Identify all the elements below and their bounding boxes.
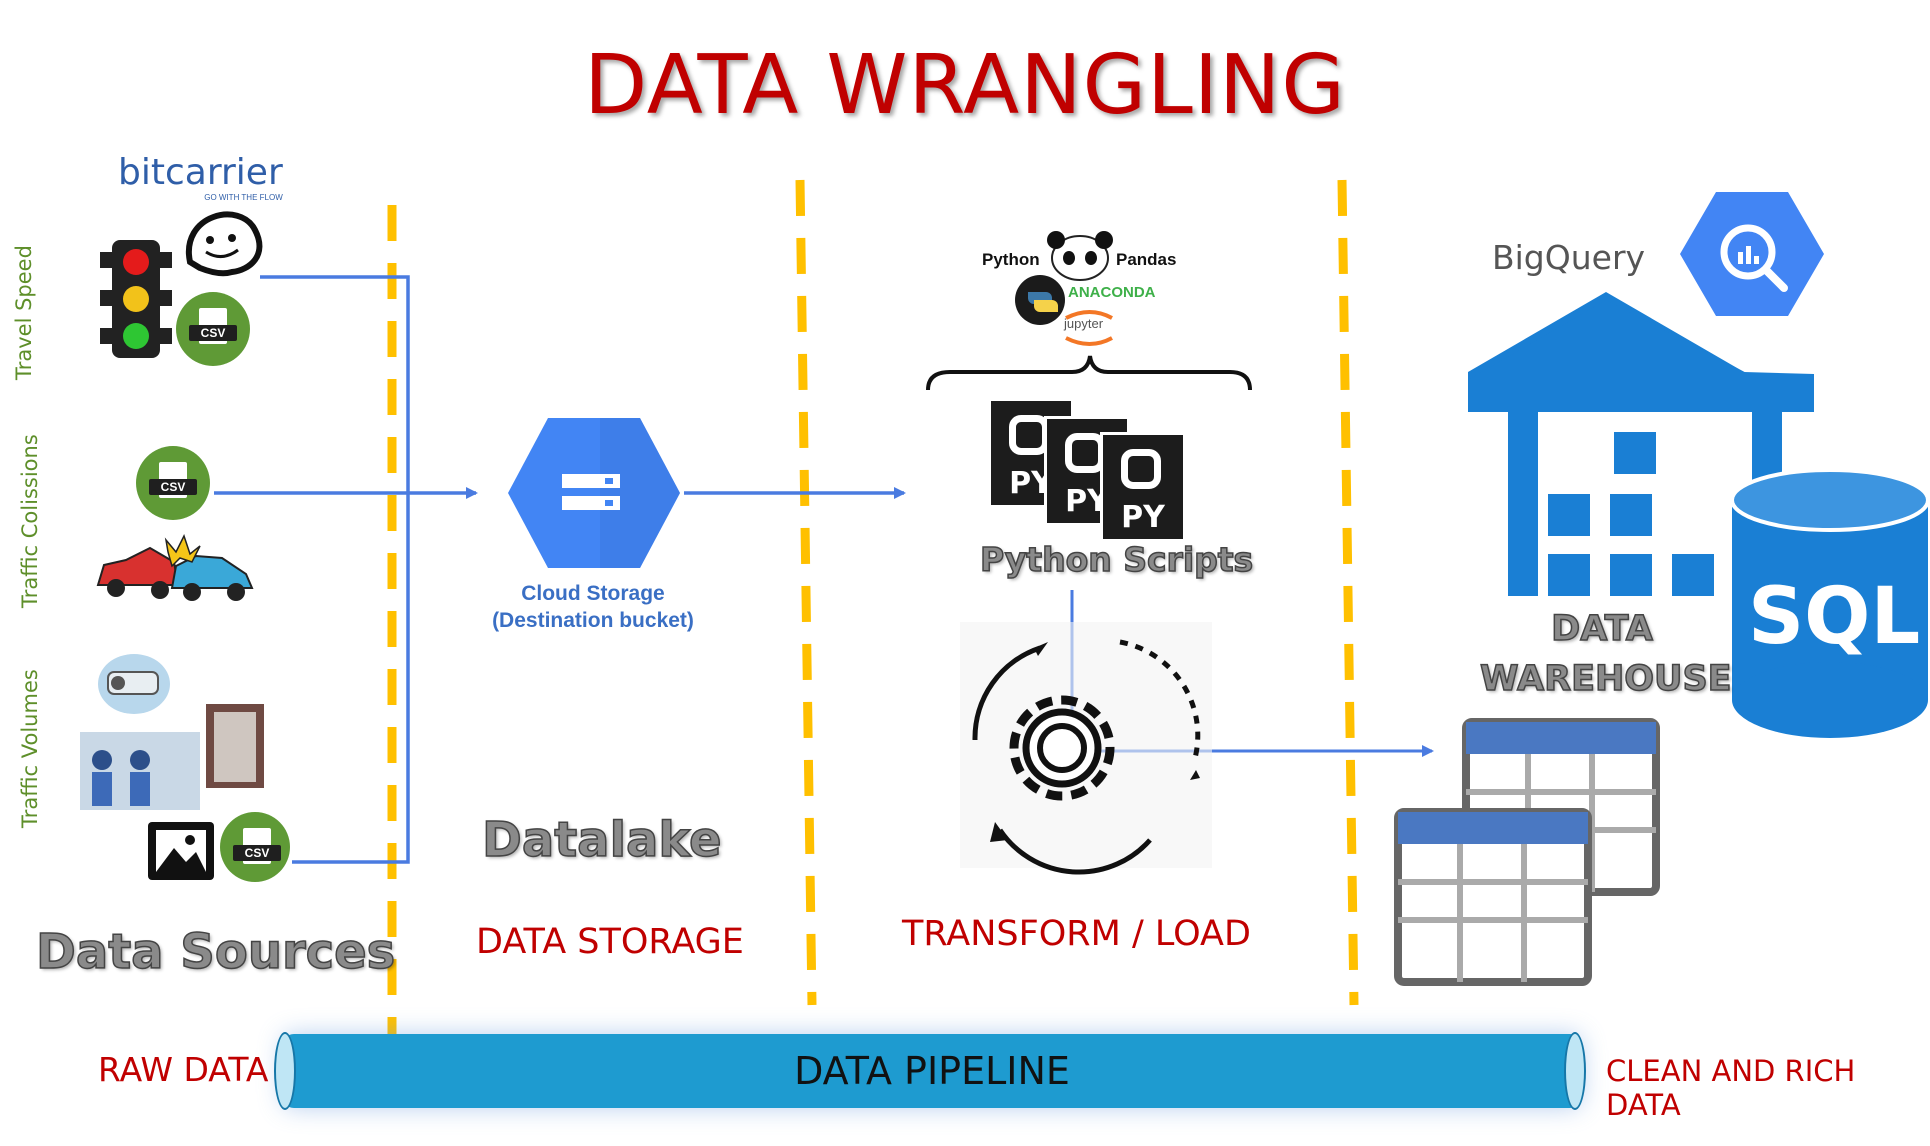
pandas-label: Pandas: [1116, 250, 1177, 269]
bigquery-icon: [1680, 192, 1824, 316]
traffic-light-icon: [100, 240, 172, 358]
divider-3: [1337, 179, 1359, 1006]
cloud-storage-label: Cloud Storage (Destination bucket): [492, 582, 694, 632]
table-icon-front: [1394, 808, 1592, 986]
transform-load-label: TRANSFORM / LOAD: [902, 914, 1251, 954]
csv-icon: CSV: [176, 292, 250, 366]
image-icon: [148, 822, 214, 880]
data-sources-label: Data Sources: [35, 923, 396, 981]
label-traffic-volumes: Traffic Volumes: [18, 669, 42, 828]
python-label: Python: [982, 250, 1040, 269]
data-warehouse-label: DATA WAREHOUSE: [1479, 608, 1732, 700]
cloud-storage-icon: [508, 418, 680, 568]
anaconda-label: ANACONDA: [1068, 284, 1156, 301]
pipeline-label: DATA PIPELINE: [794, 1049, 1070, 1093]
jupyter-label: jupyter: [1064, 316, 1104, 331]
python-logo-icon: [1015, 275, 1065, 325]
label-travel-speed: Travel Speed: [12, 245, 36, 380]
car-crash-icon: [96, 534, 254, 601]
clean-data-label: CLEAN AND RICH DATA: [1606, 1054, 1856, 1122]
bigquery-label: BigQuery: [1492, 238, 1646, 277]
data-storage-label: DATA STORAGE: [476, 922, 744, 962]
bitcarrier-logo: bitcarrier GO WITH THE FLOW: [118, 152, 283, 202]
sql-label: SQL: [1748, 572, 1921, 662]
jupyter-icon: [1065, 310, 1113, 346]
waze-icon: [185, 211, 263, 277]
divider-2: [795, 179, 817, 1006]
raw-data-label: RAW DATA: [98, 1050, 269, 1089]
camera-icon: [98, 654, 170, 714]
connector-travel: [260, 275, 410, 864]
label-traffic-collisions: Traffic Colissions: [18, 434, 42, 608]
data-pipeline-bar: DATA PIPELINE: [282, 1034, 1582, 1108]
csv-icon: CSV: [136, 446, 210, 520]
datalake-label: Datalake: [481, 811, 722, 869]
csv-icon: CSV: [220, 812, 290, 882]
python-scripts-label: Python Scripts: [979, 539, 1254, 580]
sql-database-icon: [1730, 468, 1930, 738]
pandas-icon: [1047, 231, 1113, 281]
curly-brace: [926, 355, 1252, 391]
page-title: DATA WRANGLING: [584, 38, 1346, 133]
pipe-cap-left: [274, 1032, 296, 1110]
gear-cycle-icon: [960, 622, 1212, 875]
python-file-icon: PY: [1100, 432, 1186, 542]
pipe-cap-right: [1564, 1032, 1586, 1110]
